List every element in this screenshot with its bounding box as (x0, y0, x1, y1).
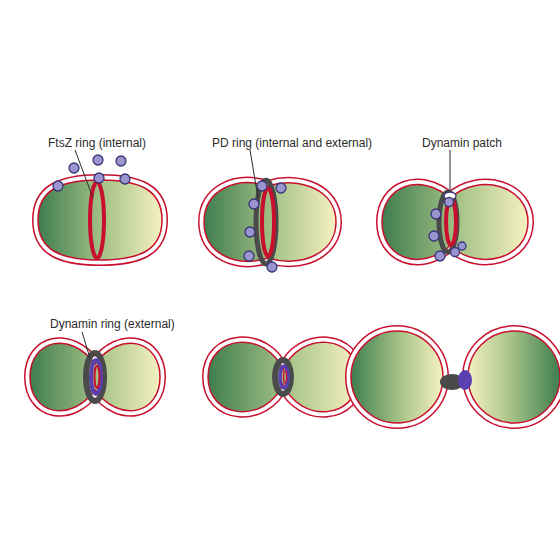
plastid-cell (208, 342, 358, 412)
dynamin-molecules (244, 181, 286, 272)
plastid-cell (204, 180, 336, 264)
callout-label: Dynamin ring (external) (50, 317, 175, 331)
plastid-cell (382, 185, 528, 260)
callout-label: FtsZ ring (internal) (48, 136, 146, 150)
leader-line (450, 150, 451, 190)
plastid-cell (38, 180, 162, 260)
plastid-cell (351, 331, 560, 423)
callout-label: Dynamin patch (422, 136, 502, 150)
leader-line (82, 332, 90, 358)
leader-line (250, 150, 258, 198)
dynamin-molecules (429, 198, 466, 262)
plastid-cell (30, 343, 160, 411)
dynamin-molecules (53, 155, 130, 191)
leader-line (75, 150, 93, 198)
callout-label: PD ring (internal and external) (212, 136, 372, 150)
